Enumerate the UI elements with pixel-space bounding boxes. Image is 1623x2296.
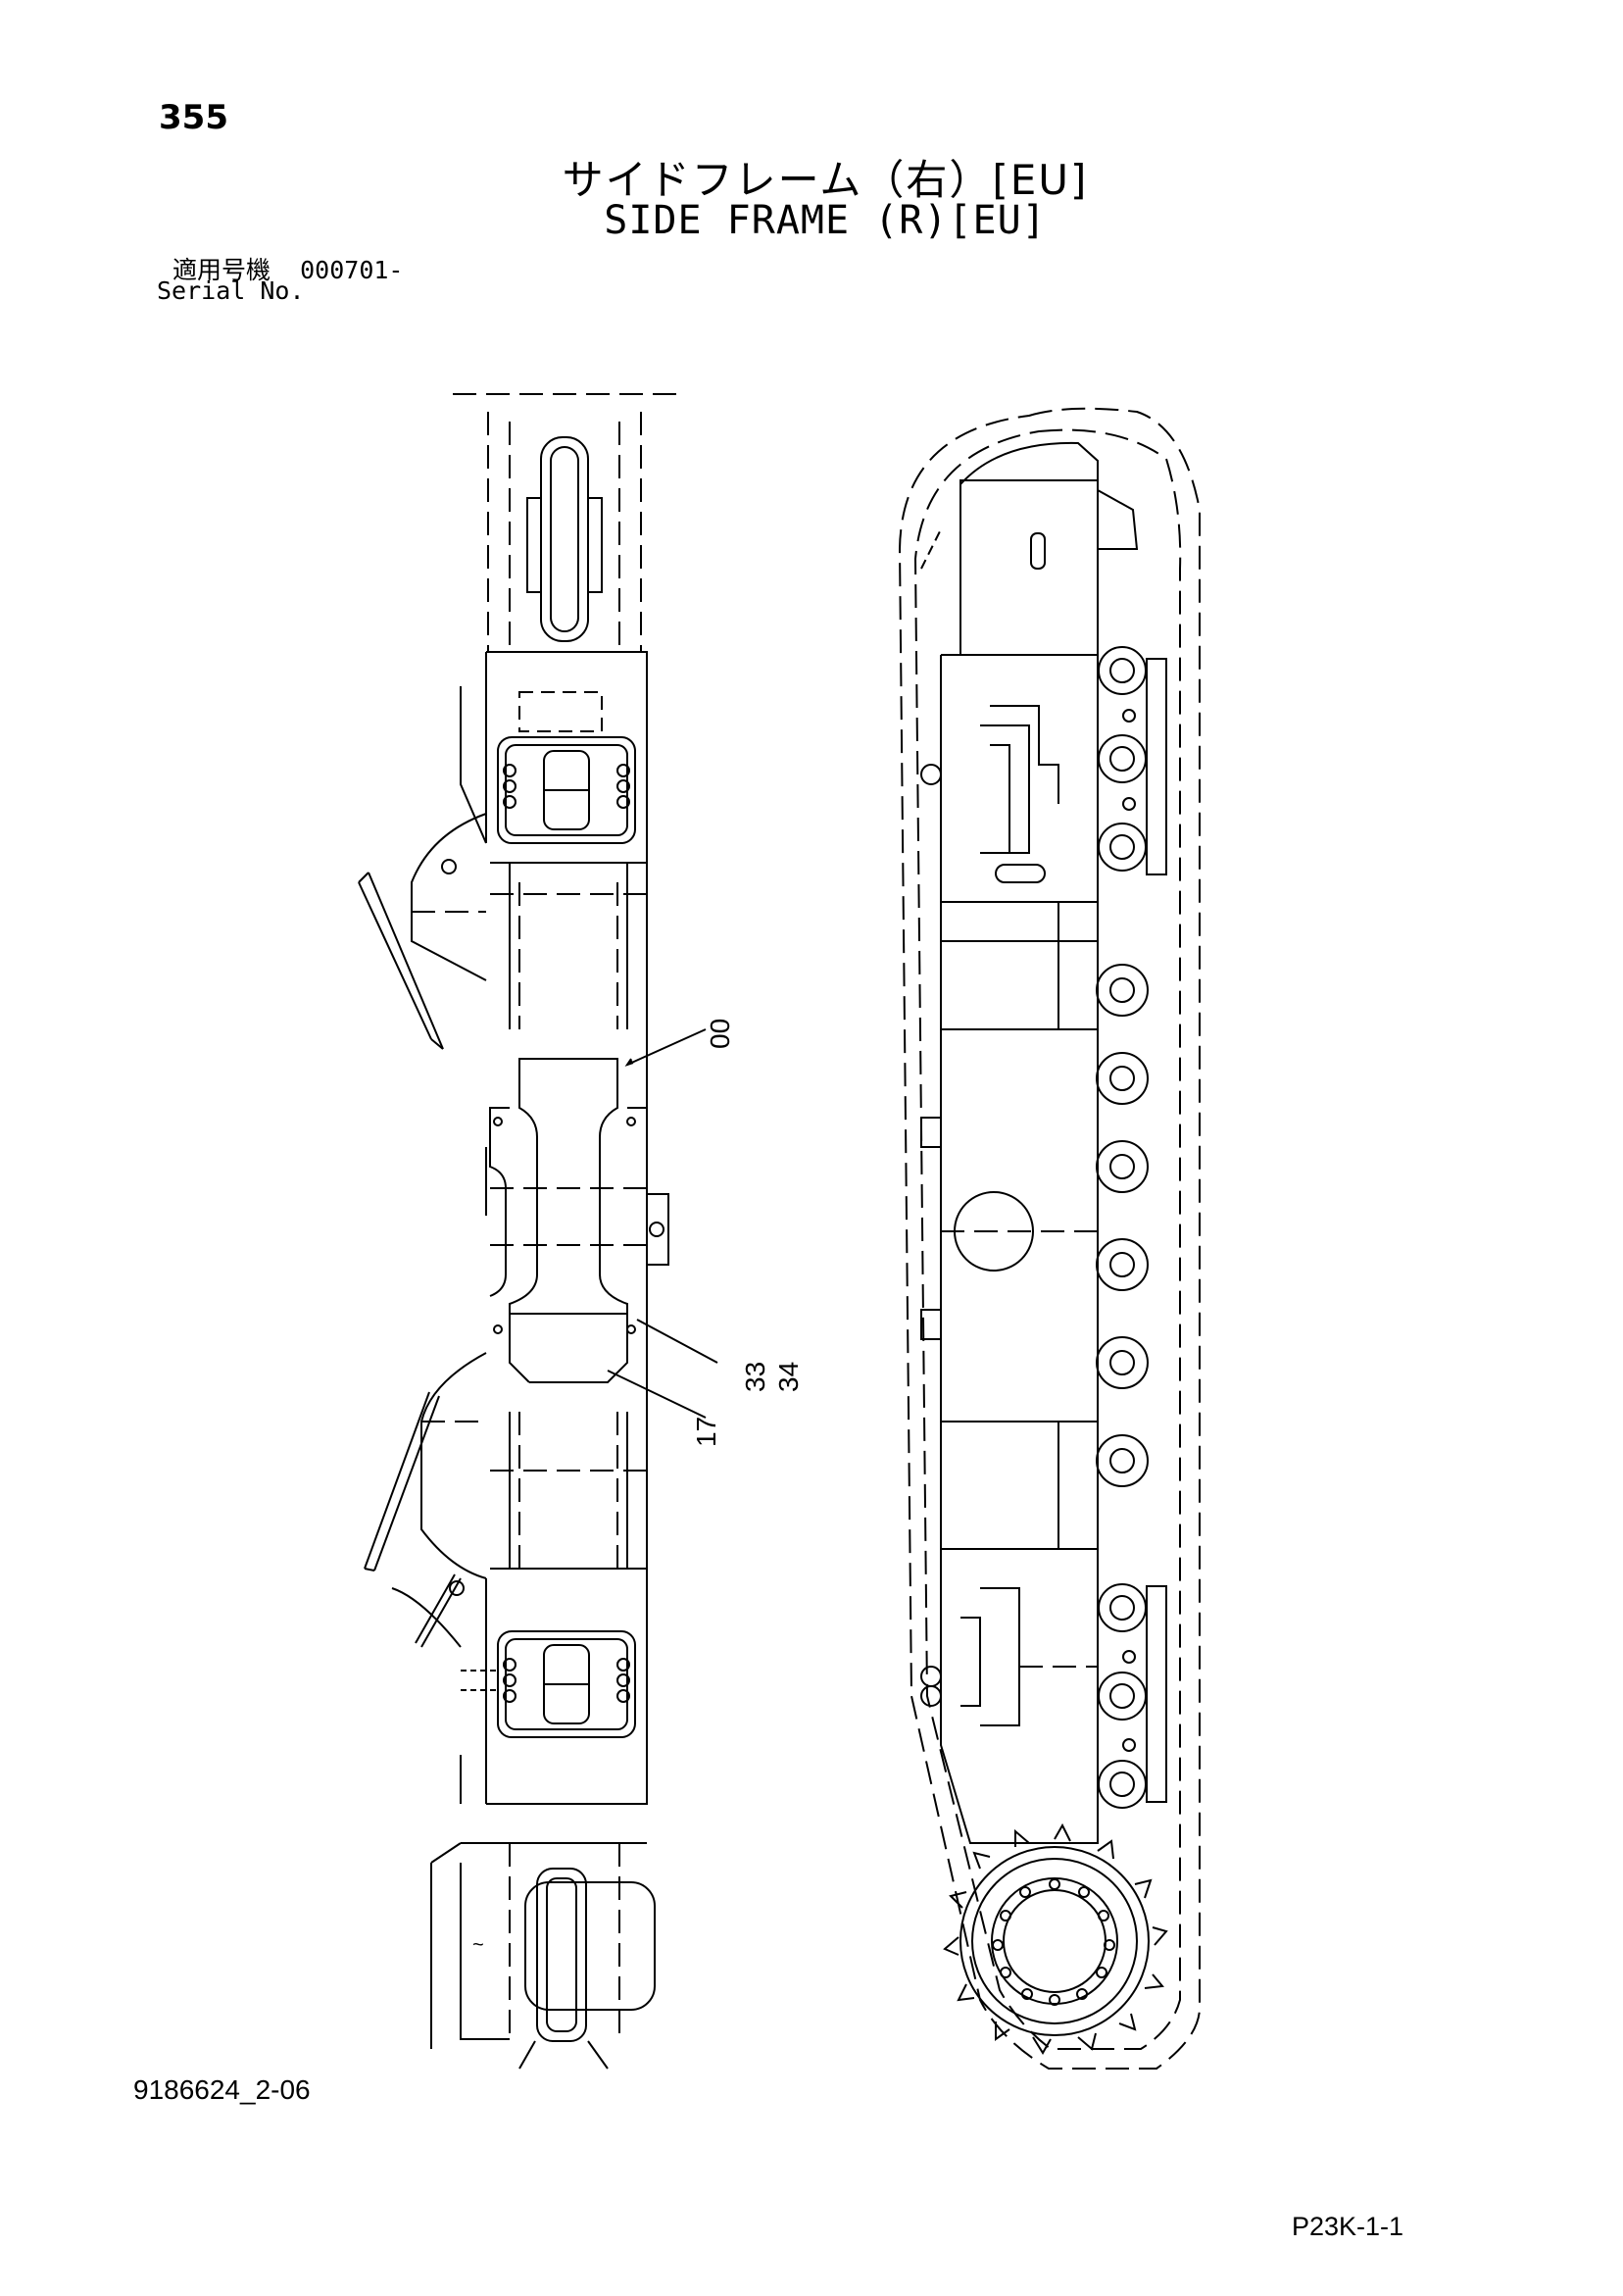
- side-view: [898, 407, 1201, 2070]
- callout-leaders: [607, 1028, 718, 1419]
- page-title-japanese: サイドフレーム（右）[EU]: [562, 156, 1089, 204]
- lower-guard-plate: [364, 1352, 487, 1648]
- upper-guard-plate: [358, 813, 487, 1050]
- central-opening: [489, 1058, 647, 1383]
- sheet-code: P23K-1-1: [1292, 2212, 1404, 2241]
- serial-applicability: 適用号機 000701-: [172, 251, 403, 286]
- callout-17: 17: [691, 1417, 721, 1447]
- lower-roller-window: [461, 1630, 636, 1738]
- page-number: 355: [159, 98, 228, 137]
- callout-00: 00: [705, 1019, 735, 1049]
- track-envelope: [898, 407, 1201, 2070]
- callout-34: 34: [773, 1362, 804, 1392]
- serial-label-english: Serial No.: [157, 276, 305, 305]
- upper-roller-window: [497, 691, 636, 844]
- drive-sprocket: [943, 1822, 1168, 2055]
- document-code: 9186624_2-06: [133, 2074, 311, 2105]
- top-view: ~: [358, 393, 718, 2070]
- page-title-english: SIDE FRAME (R)[EU]: [604, 198, 1047, 243]
- track-rollers: [1096, 646, 1167, 1809]
- front-idler-top: [453, 393, 676, 652]
- frame-inner-lines: [490, 862, 647, 1570]
- serial-label-japanese: 適用号機: [172, 256, 271, 284]
- serial-value: 000701-: [300, 256, 404, 284]
- side-bracket: [646, 1193, 669, 1266]
- callout-33: 33: [740, 1362, 770, 1392]
- callout-labels: 00 33 34 17: [691, 1019, 804, 1447]
- frame-side-body: [920, 441, 1139, 1844]
- travel-motor-top: ~: [430, 1842, 656, 2070]
- svg-text:~: ~: [472, 1934, 484, 1956]
